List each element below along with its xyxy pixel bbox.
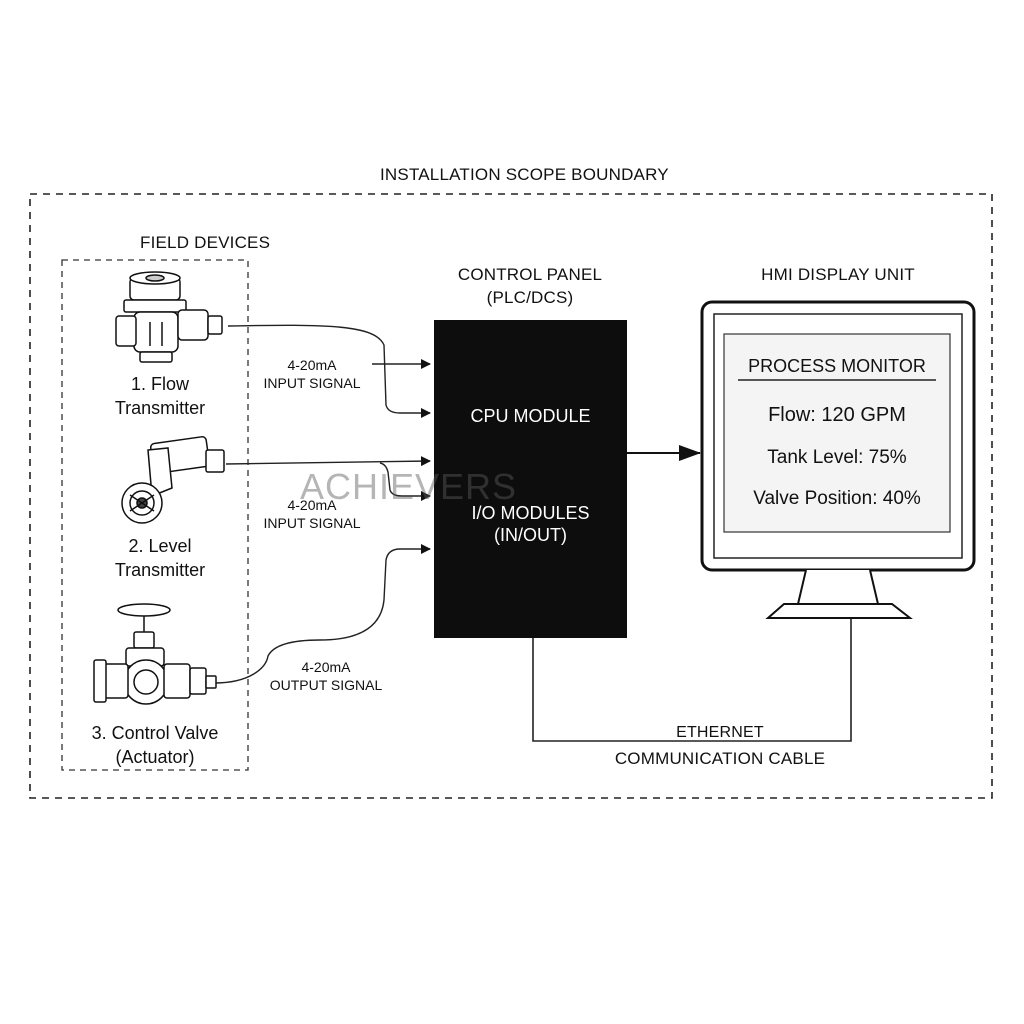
level-signal-label: 4-20mA INPUT SIGNAL [250, 496, 374, 532]
signal-label-line: INPUT SIGNAL [263, 515, 361, 531]
cable-label-line: ETHERNET [676, 724, 764, 741]
signal-label-line: 4-20mA [287, 497, 337, 513]
installation-scope-boundary [29, 193, 993, 799]
boundary-title: INSTALLATION SCOPE BOUNDARY [380, 165, 669, 184]
signal-label-line: INPUT SIGNAL [263, 375, 361, 391]
level-transmitter-label: 2. Level Transmitter [92, 534, 228, 582]
ethernet-cable [532, 618, 852, 742]
level-transmitter-icon [121, 436, 225, 524]
panel-title-line: CONTROL PANEL [457, 265, 603, 284]
field-devices-group [61, 259, 249, 771]
hmi-screen-title: PROCESS MONITOR [748, 356, 926, 376]
valve-signal-label: 4-20mA OUTPUT SIGNAL [254, 658, 398, 694]
control-panel-block[interactable] [434, 320, 627, 638]
device-label-line: 3. Control Valve [91, 723, 219, 743]
field-devices-title: FIELD DEVICES [140, 233, 271, 252]
device-label-line: 1. Flow [130, 374, 190, 394]
signal-label-line: OUTPUT SIGNAL [269, 677, 383, 693]
io-label-line: I/O MODULES [471, 503, 590, 523]
cpu-module-label: CPU MODULE [470, 406, 591, 426]
io-label-line: (IN/OUT) [494, 525, 567, 545]
io-modules-label: I/O MODULES (IN/OUT) [434, 502, 627, 546]
flow-transmitter-icon [115, 271, 223, 363]
hmi-title: HMI DISPLAY UNIT [761, 265, 915, 284]
signal-label-line: 4-20mA [287, 357, 337, 373]
signal-label-line: 4-20mA [301, 659, 351, 675]
hmi-flow-value: Flow: 120 GPM [768, 404, 906, 426]
cable-label-line: COMMUNICATION CABLE [614, 749, 826, 768]
device-label-line: (Actuator) [115, 747, 195, 767]
device-label-line: Transmitter [114, 398, 206, 418]
flow-signal-wire [227, 324, 431, 418]
hmi-base [765, 603, 913, 619]
hmi-monitor[interactable] [700, 300, 976, 619]
level-signal-branch [379, 462, 431, 501]
level-signal-wire [225, 456, 431, 467]
flow-transmitter-label: 1. Flow Transmitter [92, 372, 228, 420]
control-valve-icon [93, 603, 217, 705]
hmi-valve-position: Valve Position: 40% [753, 488, 921, 509]
panel-title-line: (PLC/DCS) [486, 288, 574, 307]
control-panel-title: CONTROL PANEL (PLC/DCS) [430, 263, 630, 309]
hmi-stand [796, 569, 880, 605]
ethernet-cable-label: ETHERNET COMMUNICATION CABLE [560, 720, 880, 772]
device-label-line: 2. Level [128, 536, 192, 556]
control-valve-label: 3. Control Valve (Actuator) [62, 721, 248, 769]
flow-signal-label: 4-20mA INPUT SIGNAL [250, 356, 374, 392]
hmi-tank-level: Tank Level: 75% [767, 447, 907, 468]
device-label-line: Transmitter [114, 560, 206, 580]
watermark: ACHIEVERS [300, 466, 518, 507]
hmi-screen [723, 333, 951, 533]
valve-output-wire [213, 544, 431, 684]
